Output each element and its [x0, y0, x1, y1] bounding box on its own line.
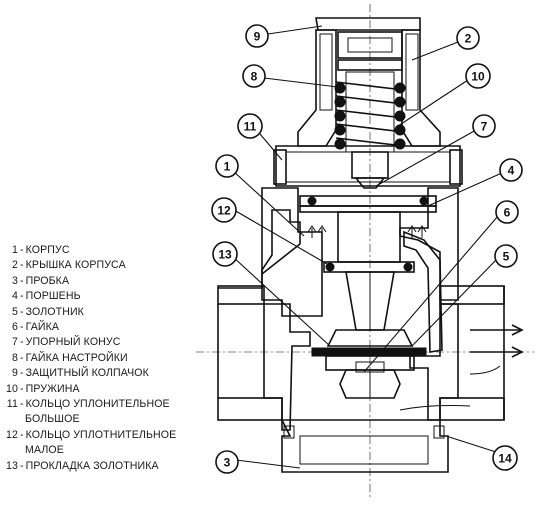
legend-item-5: 5-ЗОЛОТНИК: [12, 305, 84, 318]
svg-text:7: 7: [481, 120, 488, 134]
svg-text:13: 13: [218, 248, 232, 262]
callout-11: 11: [237, 113, 263, 139]
callout-1: 1: [215, 154, 239, 178]
legend-item-11-continued: БОЛЬШОЕ: [25, 413, 80, 426]
svg-text:10: 10: [471, 70, 485, 84]
legend-item-7: 7-УПОРНЫЙ КОНУС: [12, 336, 121, 349]
legend-item-8: 8-ГАЙКА НАСТРОЙКИ: [12, 351, 128, 364]
parts-legend: 1-КОРПУС 2-КРЫШКА КОРПУСА 3-ПРОБКА 4-ПОР…: [4, 243, 234, 474]
callout-4: 4: [499, 158, 523, 182]
flow-arrows: [196, 4, 534, 498]
legend-item-4: 4-ПОРШЕНЬ: [12, 290, 81, 303]
piston-assembly: [299, 151, 437, 331]
callout-3: 3: [215, 450, 239, 474]
legend-item-1: 1-КОРПУС: [12, 244, 70, 256]
svg-text:9: 9: [254, 30, 261, 44]
svg-text:11: 11: [244, 120, 257, 134]
svg-text:2: 2: [465, 32, 472, 46]
callout-13: 13: [212, 241, 238, 267]
callout-8: 8: [242, 64, 266, 88]
callout-14: 14: [492, 445, 518, 471]
callout-12: 12: [211, 197, 237, 223]
cover-and-cap: [273, 17, 463, 187]
legend-item-2: 2-КРЫШКА КОРПУСА: [12, 259, 126, 272]
callout-7: 7: [472, 114, 496, 138]
leader-lines: [231, 25, 505, 469]
legend-item-12: 12-КОЛЬЦО УПЛОТНИТЕЛЬНОЕ: [6, 428, 177, 441]
legend-item-3: 3-ПРОБКА: [12, 274, 70, 287]
svg-text:6: 6: [504, 206, 511, 220]
callout-2: 2: [456, 26, 480, 50]
legend-item-11: 11-КОЛЬЦО УПЛОНИТЕЛЬНОЕ: [6, 398, 170, 411]
legend-item-13: 13-ПРОКЛАДКА ЗОЛОТНИКА: [6, 459, 159, 472]
callout-5: 5: [494, 244, 518, 268]
svg-text:3: 3: [224, 456, 231, 470]
callout-9: 9: [245, 24, 269, 48]
legend-item-12-continued: МАЛОЕ: [25, 444, 64, 457]
valve-body: [217, 187, 505, 473]
spring: [334, 71, 406, 153]
legend-item-6: 6-ГАЙКА: [12, 321, 60, 334]
svg-text:4: 4: [508, 164, 515, 178]
spool-assembly: [311, 329, 427, 399]
svg-text:14: 14: [498, 452, 512, 466]
svg-text:1: 1: [224, 160, 231, 174]
svg-text:8: 8: [251, 70, 258, 84]
legend-item-10: 10-ПРУЖИНА: [6, 382, 80, 395]
callout-10: 10: [465, 63, 491, 89]
legend-item-9: 9-ЗАЩИТНЫЙ КОЛПАЧОК: [12, 367, 149, 380]
svg-text:12: 12: [217, 204, 231, 218]
callout-6: 6: [495, 200, 519, 224]
svg-text:5: 5: [503, 250, 510, 264]
